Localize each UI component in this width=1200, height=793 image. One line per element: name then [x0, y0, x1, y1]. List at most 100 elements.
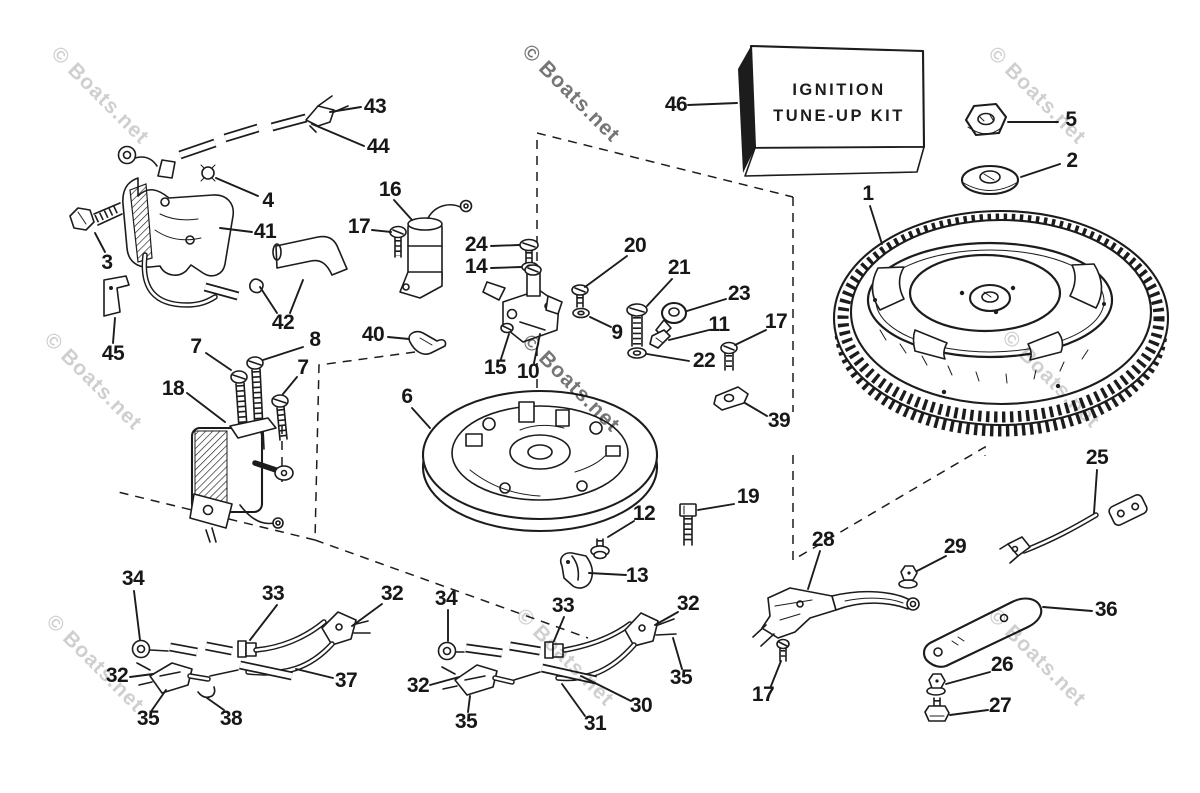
wedge-clip: [649, 329, 671, 349]
part-callout-14: 14: [464, 255, 488, 279]
part-callout-32: 32: [406, 674, 430, 698]
part-callout-33: 33: [261, 582, 285, 606]
leader-line-32: [129, 673, 154, 678]
part-callout-35: 35: [136, 707, 160, 731]
leader-line-35: [467, 695, 471, 713]
part-callout-41: 41: [253, 220, 277, 244]
part-callout-31: 31: [583, 712, 607, 736]
leader-line-2: [1020, 163, 1061, 178]
link-screw: [626, 303, 648, 347]
retainer-clip: [103, 275, 130, 317]
terminal-screw: [571, 284, 589, 308]
part-callout-25: 25: [1085, 446, 1109, 470]
flywheel-nut: [964, 102, 1008, 137]
leader-line-35: [151, 689, 167, 711]
leader-line-40: [387, 336, 410, 340]
part-callout-20: 20: [623, 234, 647, 258]
leader-line-46: [687, 102, 738, 106]
leader-line-7: [205, 352, 232, 371]
small-washer: [572, 307, 590, 319]
leader-line-36: [1042, 606, 1093, 612]
part-callout-43: 43: [363, 95, 387, 119]
leader-line-7: [282, 376, 298, 395]
leader-line-3: [94, 232, 106, 253]
part-callout-45: 45: [101, 342, 125, 366]
kit-label-line2: TUNE-UP KIT: [773, 107, 905, 125]
breaker-screw: [519, 238, 539, 263]
leader-line-22: [646, 353, 690, 362]
part-callout-26: 26: [990, 653, 1014, 677]
wire-clamp: [713, 386, 749, 411]
cable-clamp: [559, 552, 594, 589]
condenser: [399, 199, 473, 299]
part-callout-7: 7: [190, 335, 202, 359]
part-callout-8: 8: [309, 328, 321, 352]
leader-line-39: [744, 402, 768, 417]
coil-bolt: [69, 202, 123, 231]
part-callout-32: 32: [676, 592, 700, 616]
part-callout-35: 35: [669, 666, 693, 690]
leader-line-4: [215, 177, 259, 197]
part-callout-34: 34: [121, 567, 145, 591]
part-callout-12: 12: [632, 502, 656, 526]
part-callout-6: 6: [401, 385, 413, 409]
grommet: [200, 164, 216, 182]
plate-bolt: [924, 697, 950, 722]
part-callout-1: 1: [862, 182, 874, 206]
leader-line-42: [259, 286, 278, 314]
leader-line-42: [289, 279, 304, 314]
leader-line-10: [533, 333, 541, 364]
driver-coil: [189, 356, 294, 543]
cable-assembly-left: [131, 611, 371, 699]
leader-line-45: [112, 317, 116, 344]
leader-line-32: [429, 676, 460, 686]
part-callout-17: 17: [764, 310, 788, 334]
spring-clip: [197, 686, 216, 699]
leader-line-20: [584, 255, 628, 288]
plate-screw: [720, 341, 738, 371]
part-callout-17: 17: [751, 683, 775, 707]
leader-line-35: [672, 637, 683, 670]
part-callout-32: 32: [105, 664, 129, 688]
leader-line-41: [219, 227, 253, 233]
breaker-points: [482, 264, 563, 343]
leader-line-16: [393, 199, 413, 221]
part-callout-17: 17: [347, 215, 371, 239]
leader-line-31: [561, 683, 586, 717]
link-washer: [627, 347, 647, 359]
part-callout-21: 21: [667, 256, 691, 280]
leader-line-6: [411, 407, 431, 429]
part-callout-5: 5: [1065, 108, 1077, 132]
leader-line-25: [1093, 469, 1098, 514]
leader-line-13: [588, 572, 627, 576]
flywheel: [832, 209, 1170, 437]
leader-line-14: [490, 266, 522, 269]
part-callout-16: 16: [378, 178, 402, 202]
part-callout-22: 22: [692, 349, 716, 373]
lifter-clip: [408, 330, 447, 355]
leader-line-30: [580, 675, 632, 702]
part-callout-2: 2: [1066, 149, 1078, 173]
flywheel-washer: [960, 164, 1020, 196]
retainer-plate: [922, 597, 1043, 668]
leader-line-43: [329, 106, 362, 113]
part-callout-9: 9: [611, 321, 623, 345]
throttle-link: [999, 494, 1148, 564]
armature-lever: [752, 587, 920, 647]
lever-nut: [898, 565, 918, 589]
leader-line-11: [668, 329, 710, 341]
leader-line-34: [133, 590, 141, 641]
stator-plate: [421, 389, 659, 533]
part-callout-13: 13: [625, 564, 649, 588]
leader-line-33: [553, 616, 565, 642]
part-callout-11: 11: [708, 313, 730, 337]
leader-line-17: [770, 660, 782, 687]
leader-line-32: [351, 603, 383, 627]
leader-line-24: [490, 244, 520, 247]
part-callout-40: 40: [361, 323, 385, 347]
part-callout-35: 35: [454, 710, 478, 734]
condenser-screw: [389, 225, 407, 258]
part-callout-24: 24: [464, 233, 488, 257]
part-callout-27: 27: [988, 694, 1012, 718]
